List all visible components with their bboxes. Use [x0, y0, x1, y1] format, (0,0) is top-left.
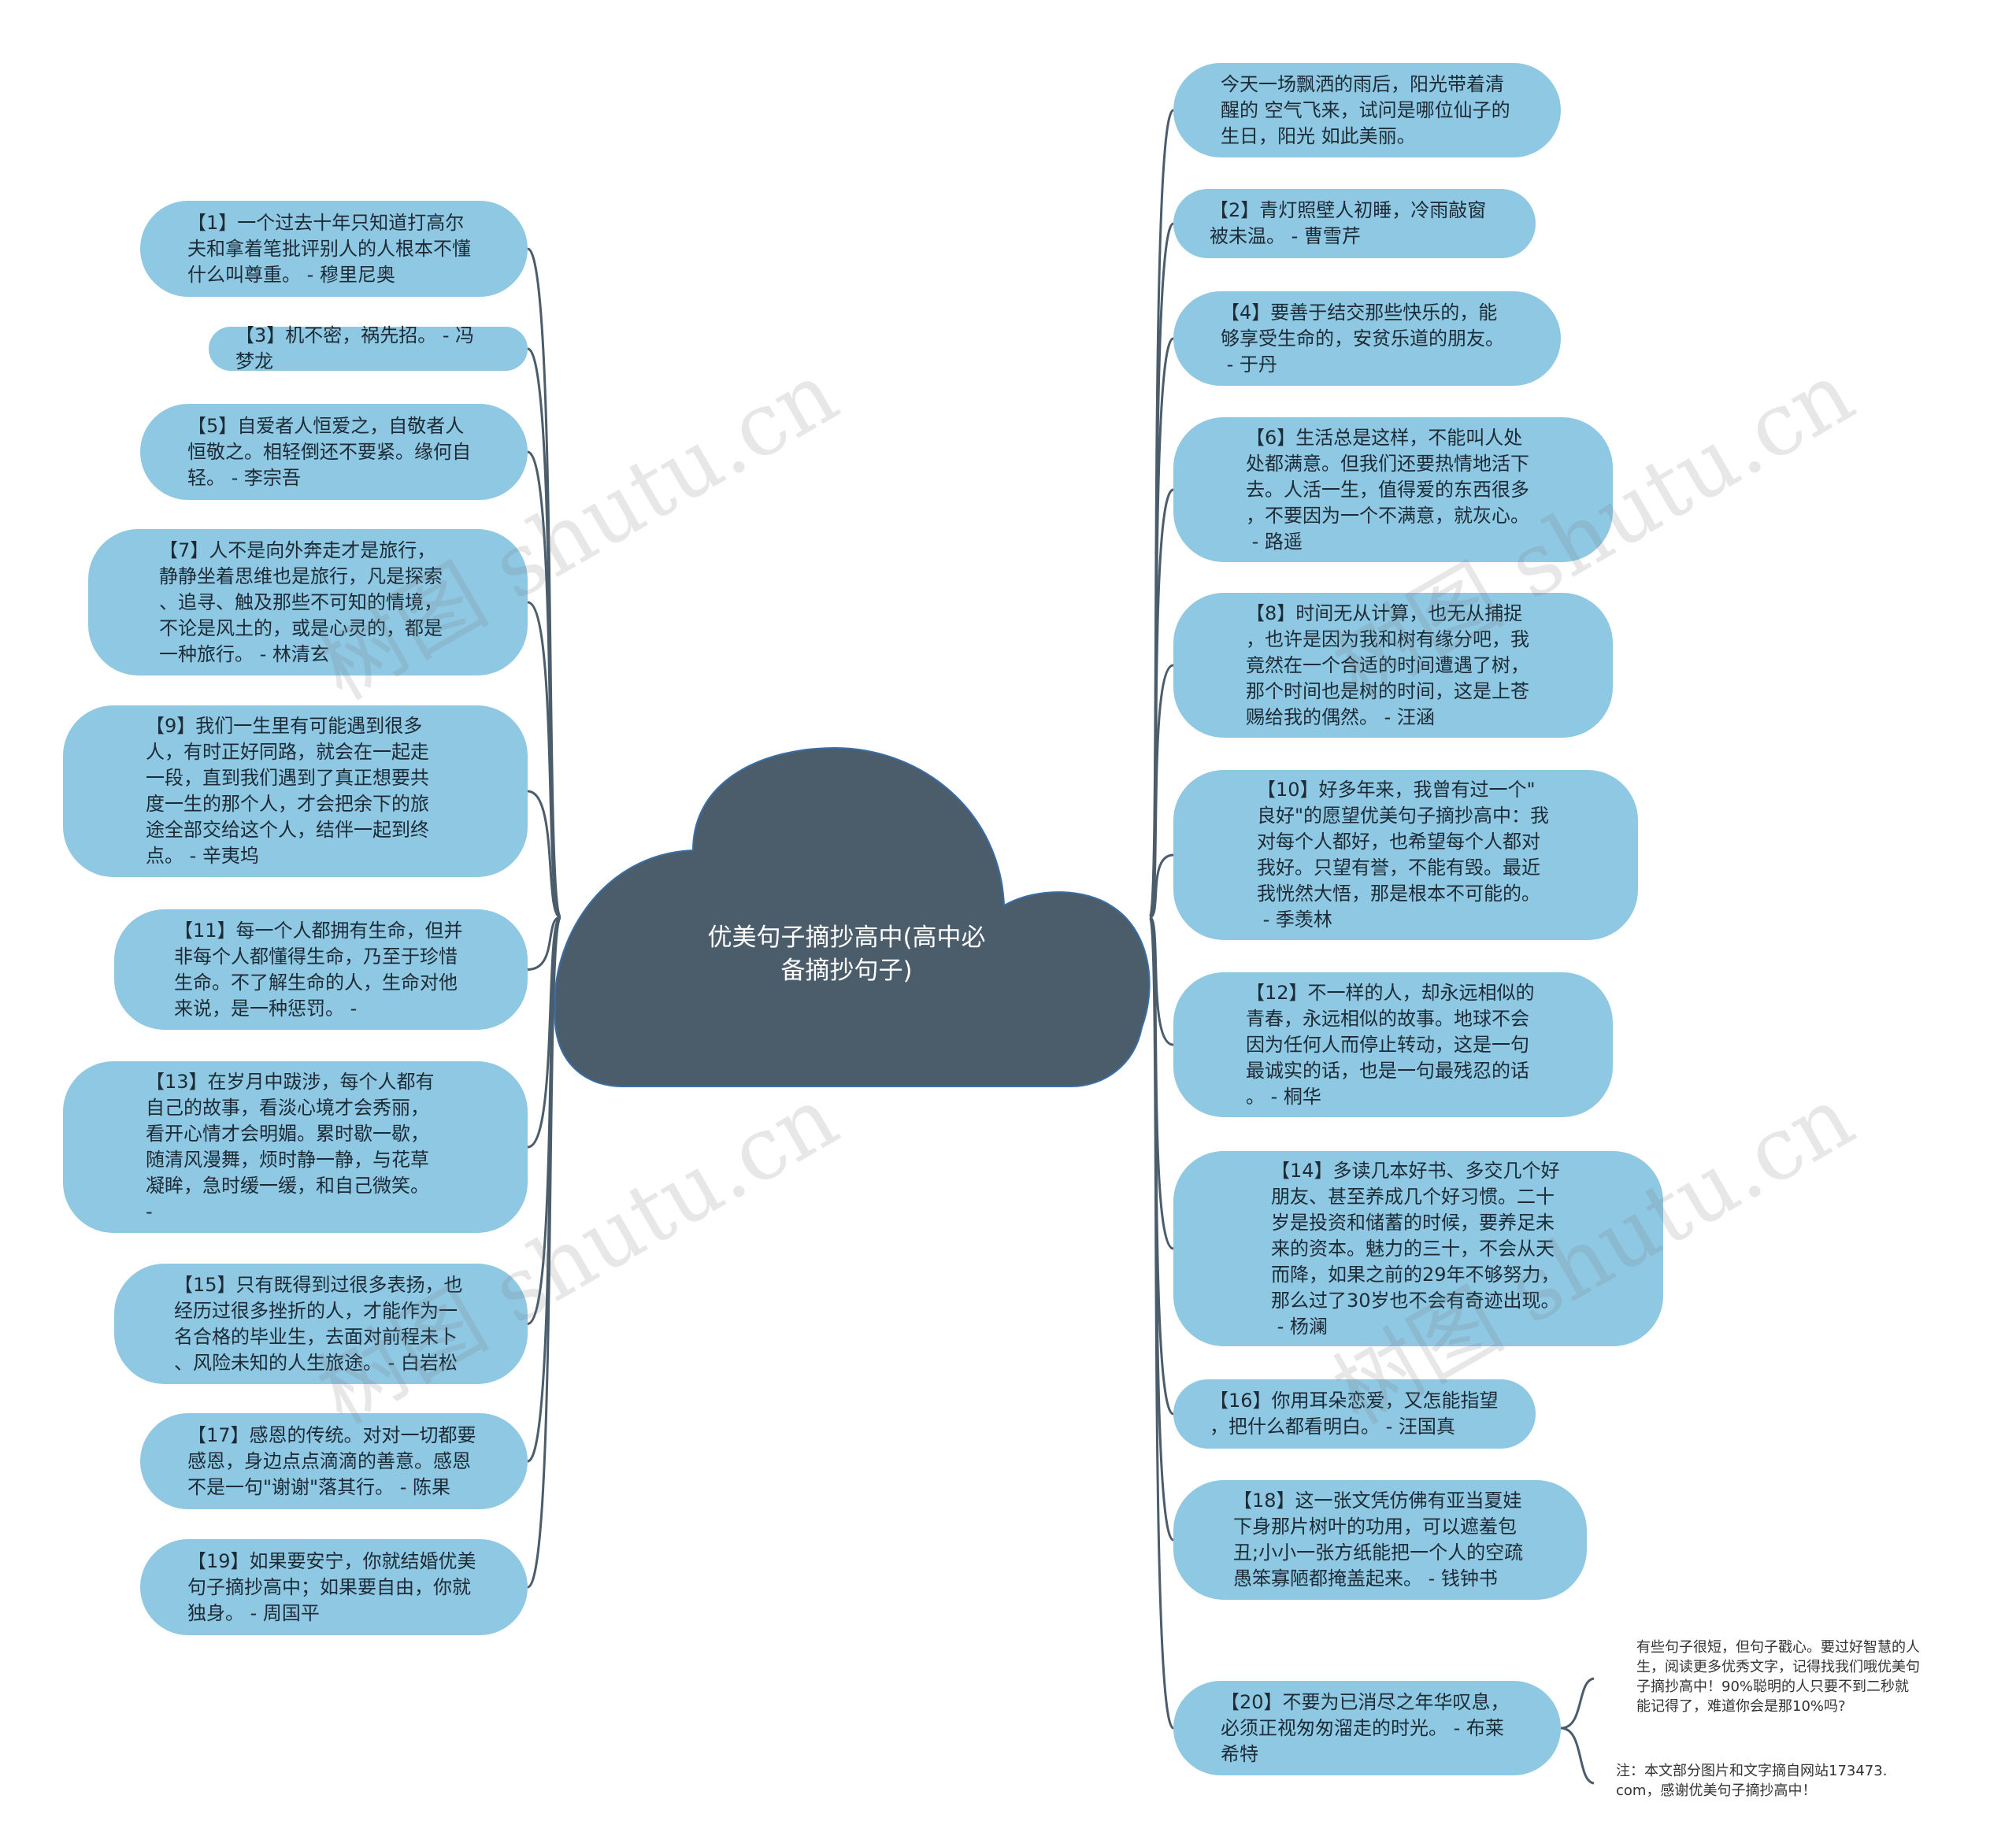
node-text: 【6】生活总是这样，不能叫人处 处都满意。但我们还要热情地活下 去。人活一生，值… [1246, 426, 1529, 553]
left-node-3[interactable]: 【3】机不密，祸先招。 - 冯梦龙 [209, 324, 528, 372]
connector-right-5 [1149, 853, 1174, 919]
left-node-9[interactable]: 【9】我们一生里有可能遇到很多 人，有时正好同路，就会在一起走 一段，直到我们遇… [63, 705, 528, 877]
left-node-11[interactable]: 【11】每一个人都拥有生命，但并 非每个人都懂得生命，乃至于珍惜 生命。不了解生… [114, 909, 528, 1030]
right-node-2[interactable]: 【2】青灯照壁人初睡，冷雨敲窗 被未温。 - 曹雪芹 [1173, 189, 1536, 258]
connector-left-1 [527, 347, 562, 919]
connector-note-2 [1560, 1727, 1595, 1785]
source-note: 注：本文部分图片和文字摘自网站173473. com，感谢优美句子摘抄高中！ [1616, 1763, 1888, 1799]
node-text: 【17】感恩的传统。对对一切都要 感恩，身边点点滴滴的善意。感恩 不是一句"谢谢… [187, 1423, 476, 1498]
connector-right-10 [1148, 916, 1175, 1730]
connector-left-4 [527, 790, 561, 919]
left-node-1[interactable]: 【1】一个过去十年只知道打高尔 夫和拿着笔批评别人的人根本不懂 什么叫尊重。 -… [140, 201, 528, 297]
connector-left-5 [527, 916, 561, 971]
left-node-15[interactable]: 【15】只有既得到过很多表扬，也 经历过很多挫折的人，才能作为一 名合格的毕业生… [114, 1264, 528, 1384]
summary-note: 有些句子很短，但句子戳心。要过好智慧的人 生，阅读更多优秀文字，记得找我们哦优美… [1636, 1639, 1920, 1715]
node-text: 今天一场飘洒的雨后，阳光带着清 醒的 空气飞来，试问是哪位仙子的 生日，阳光 如… [1221, 72, 1510, 147]
left-node-19[interactable]: 【19】如果要安宁，你就结婚优美 句子摘抄高中；如果要自由，你就 独身。 - 周… [140, 1539, 528, 1635]
right-node-6[interactable]: 【6】生活总是这样，不能叫人处 处都满意。但我们还要热情地活下 去。人活一生，值… [1173, 417, 1613, 562]
node-text: 【5】自爱者人恒爱之，自敬者人 恒敬之。相轻倒还不要紧。缘何自 轻。 - 李宗吾 [187, 414, 471, 489]
connector-left-2 [527, 450, 562, 919]
node-text: 【2】青灯照壁人初睡，冷雨敲窗 被未温。 - 曹雪芹 [1210, 199, 1487, 247]
node-text: 【9】我们一生里有可能遇到很多 人，有时正好同路，就会在一起走 一段，直到我们遇… [146, 715, 429, 867]
node-text: 【7】人不是向外奔走才是旅行， 静静坐着思维也是旅行，凡是探索 、追寻、触及那些… [159, 539, 443, 665]
central-topic-line-2: 备摘抄句子) [780, 957, 913, 985]
node-text: 【3】机不密，祸先招。 - 冯梦龙 [235, 324, 475, 372]
right-node-4[interactable]: 【4】要善于结交那些快乐的，能 够享受生命的，安贫乐道的朋友。 - 于丹 [1173, 291, 1561, 386]
right-node-8[interactable]: 【8】时间无从计算，也无从捕捉 ，也许是因为我和树有缘分吧，我 竟然在一个合适的… [1173, 593, 1613, 738]
right-node-16[interactable]: 【16】你用耳朵恋爱，又怎能指望 ，把什么都看明白。 - 汪国真 [1173, 1379, 1536, 1449]
node-text: 【11】每一个人都拥有生命，但并 非每个人都懂得生命，乃至于珍惜 生命。不了解生… [174, 919, 463, 1020]
right-node-12[interactable]: 【12】不一样的人，却永远相似的 青春，永远相似的故事。地球不会 因为任何人而停… [1173, 972, 1613, 1117]
node-text: 【1】一个过去十年只知道打高尔 夫和拿着笔批评别人的人根本不懂 什么叫尊重。 -… [187, 211, 471, 286]
node-text: 【13】在岁月中跋涉，每个人都有 自己的故事，看淡心境才会秀丽， 看开心情才会明… [146, 1071, 435, 1223]
central-cloud[interactable] [554, 746, 1151, 1087]
right-node-20[interactable]: 【20】不要为已消尽之年华叹息， 必须正视匆匆溜走的时光。 - 布莱 希特 [1173, 1681, 1561, 1775]
right-node-18[interactable]: 【18】这一张文凭仿佛有亚当夏娃 下身那片树叶的功用，可以遮羞包 丑;小小一张方… [1173, 1480, 1587, 1600]
node-text: 【20】不要为已消尽之年华叹息， 必须正视匆匆溜走的时光。 - 布莱 希特 [1221, 1690, 1510, 1765]
central-topic[interactable]: 优美句子摘抄高中(高中必 备摘抄句子) [669, 921, 1024, 987]
connector-right-4 [1148, 664, 1174, 919]
node-text: 【16】你用耳朵恋爱，又怎能指望 ，把什么都看明白。 - 汪国真 [1210, 1390, 1499, 1438]
left-node-17[interactable]: 【17】感恩的传统。对对一切都要 感恩，身边点点滴滴的善意。感恩 不是一句"谢谢… [140, 1413, 528, 1509]
connector-right-0 [1148, 109, 1175, 919]
node-text: 【14】多读几本好书、多交几个好 朋友、甚至养成几个好习惯。二十 岁是投资和储蓄… [1271, 1159, 1560, 1338]
node-text: 【4】要善于结交那些快乐的，能 够享受生命的，安贫乐道的朋友。 - 于丹 [1221, 301, 1504, 376]
central-topic-line-1: 优美句子摘抄高中(高中必 [707, 924, 986, 952]
node-text: 【19】如果要安宁，你就结婚优美 句子摘抄高中；如果要自由，你就 独身。 - 周… [187, 1549, 476, 1624]
node-text: 【10】好多年来，我曾有过一个" 良好"的愿望优美句子摘抄高中：我 对每个人都好… [1257, 779, 1550, 931]
right-node-intro[interactable]: 今天一场飘洒的雨后，阳光带着清 醒的 空气飞来，试问是哪位仙子的 生日，阳光 如… [1173, 63, 1561, 157]
connector-left-7 [527, 916, 562, 1325]
right-node-10[interactable]: 【10】好多年来，我曾有过一个" 良好"的愿望优美句子摘抄高中：我 对每个人都好… [1173, 770, 1638, 940]
node-text: 【15】只有既得到过很多表扬，也 经历过很多挫折的人，才能作为一 名合格的毕业生… [174, 1273, 463, 1374]
connector-left-3 [527, 601, 562, 919]
left-node-7[interactable]: 【7】人不是向外奔走才是旅行， 静静坐着思维也是旅行，凡是探索 、追寻、触及那些… [88, 529, 528, 676]
left-node-13[interactable]: 【13】在岁月中跋涉，每个人都有 自己的故事，看淡心境才会秀丽， 看开心情才会明… [63, 1061, 528, 1233]
node-text: 【8】时间无从计算，也无从捕捉 ，也许是因为我和树有缘分吧，我 竟然在一个合适的… [1246, 601, 1529, 728]
node-text: 【18】这一张文凭仿佛有亚当夏娃 下身那片树叶的功用，可以遮羞包 丑;小小一张方… [1233, 1490, 1524, 1590]
left-node-5[interactable]: 【5】自爱者人恒爱之，自敬者人 恒敬之。相轻倒还不要紧。缘何自 轻。 - 李宗吾 [140, 404, 528, 500]
node-text: 【12】不一样的人，却永远相似的 青春，永远相似的故事。地球不会 因为任何人而停… [1246, 981, 1535, 1108]
connectors [527, 109, 1595, 1785]
connector-left-9 [527, 916, 562, 1589]
right-node-14[interactable]: 【14】多读几本好书、多交几个好 朋友、甚至养成几个好习惯。二十 岁是投资和储蓄… [1173, 1151, 1663, 1346]
connector-note-1 [1560, 1677, 1595, 1730]
